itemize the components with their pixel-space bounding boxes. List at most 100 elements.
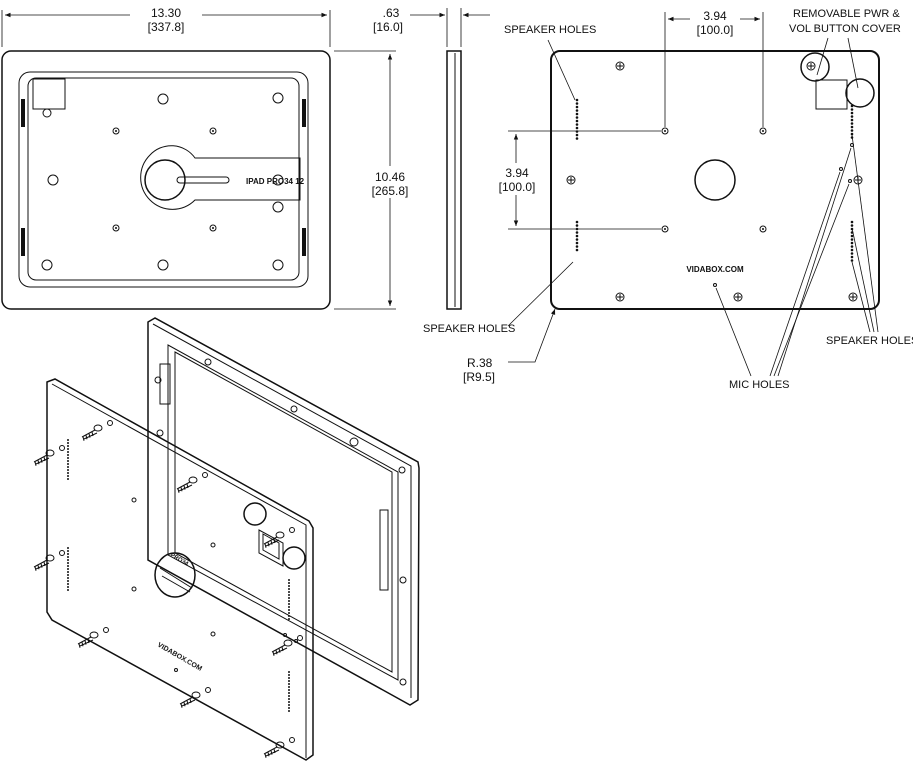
speaker-hole <box>575 133 579 137</box>
speaker-hole <box>288 689 290 691</box>
front-inner-frame <box>18 71 309 288</box>
speaker-hole <box>67 463 69 465</box>
iso-speaker-holes <box>67 439 290 712</box>
speaker-hole <box>288 701 290 703</box>
speaker-hole <box>67 559 69 561</box>
speaker-hole <box>850 115 854 118</box>
screw-icon <box>566 175 576 185</box>
back-view: VIDABOX.COM 3.94 [100.0] 3.94 [100.0] SP… <box>423 8 913 391</box>
back-vesa-v-mm: [100.0] <box>499 180 536 194</box>
back-vesa-h-inch: 3.94 <box>703 9 727 23</box>
speaker-hole <box>288 674 290 676</box>
back-center-hole <box>694 159 736 201</box>
screw-icon <box>848 292 858 302</box>
callout-cover-line1: REMOVABLE PWR & <box>793 8 900 20</box>
iso-cover-knob-2 <box>282 546 306 570</box>
speaker-hole <box>67 469 69 471</box>
speaker-hole <box>67 553 69 555</box>
speaker-hole <box>288 585 290 587</box>
front-keyhole-slot <box>140 145 301 210</box>
front-engraving: IPAD PRO34 12 <box>246 177 305 186</box>
front-slot-groove <box>176 176 230 184</box>
back-cover-knob <box>800 52 830 82</box>
speaker-hole <box>288 615 290 617</box>
iso-brand: VIDABOX.COM <box>156 642 203 673</box>
front-width-inch: 13.30 <box>151 6 181 20</box>
speaker-hole <box>850 220 854 224</box>
speaker-hole <box>575 241 579 245</box>
callout-speaker-left: SPEAKER HOLES <box>423 261 574 335</box>
speaker-hole <box>288 680 290 682</box>
speaker-hole <box>288 609 290 611</box>
speaker-hole <box>67 451 69 453</box>
screw-icon <box>615 61 625 71</box>
speaker-hole <box>288 683 290 685</box>
speaker-hole <box>575 112 579 116</box>
front-plate <box>27 77 300 281</box>
speaker-hole <box>850 111 854 115</box>
speaker-hole <box>67 478 69 480</box>
radius-inch: R.38 <box>467 356 493 370</box>
callout-mic-text: MIC HOLES <box>729 379 790 391</box>
back-plate <box>550 50 880 310</box>
screw-icon <box>33 445 65 466</box>
speaker-hole <box>575 234 579 238</box>
speaker-hole <box>67 547 69 549</box>
speaker-hole <box>288 707 290 709</box>
callout-speaker-right: SPEAKER HOLES <box>826 134 913 347</box>
screw-icon <box>179 687 211 708</box>
iso-screws <box>33 420 303 758</box>
side-profile <box>446 50 462 310</box>
back-cover-knob-2 <box>845 78 875 108</box>
speaker-hole <box>67 577 69 579</box>
callout-cover-line2: VOL BUTTON COVER <box>789 23 901 35</box>
callout-speaker-right-text: SPEAKER HOLES <box>826 335 913 347</box>
speaker-hole <box>67 589 69 591</box>
speaker-hole <box>288 692 290 694</box>
screw-icon <box>77 627 109 648</box>
speaker-hole <box>850 241 854 245</box>
speaker-hole <box>288 603 290 605</box>
speaker-hole <box>288 606 290 608</box>
speaker-hole <box>288 597 290 599</box>
speaker-hole <box>67 475 69 477</box>
speaker-hole <box>575 98 579 102</box>
speaker-hole <box>288 698 290 700</box>
side-view: .63 [16.0] <box>373 6 490 310</box>
speaker-hole <box>67 568 69 570</box>
speaker-hole <box>850 104 854 108</box>
callout-speaker-top: SPEAKER HOLES <box>504 24 596 101</box>
speaker-hole <box>288 686 290 688</box>
front-mount-holes <box>41 92 284 271</box>
speaker-hole <box>850 234 854 238</box>
speaker-hole <box>850 224 854 227</box>
speaker-hole <box>850 255 854 259</box>
back-vesa-v-dimension: 3.94 [100.0] <box>492 130 661 230</box>
speaker-hole <box>850 125 854 129</box>
speaker-hole <box>67 445 69 447</box>
speaker-hole <box>850 238 854 241</box>
speaker-hole <box>67 466 69 468</box>
speaker-hole <box>575 130 579 133</box>
speaker-hole <box>67 583 69 585</box>
speaker-hole <box>850 248 854 252</box>
callout-cover: REMOVABLE PWR & VOL BUTTON COVER <box>789 8 901 89</box>
back-speaker-holes <box>575 98 854 262</box>
iso-frame <box>147 317 420 706</box>
speaker-hole <box>575 123 579 126</box>
speaker-hole <box>288 582 290 584</box>
side-depth-inch: .63 <box>383 6 400 20</box>
back-vesa-holes <box>661 127 767 233</box>
speaker-hole <box>288 704 290 706</box>
speaker-hole <box>575 220 579 224</box>
speaker-hole <box>67 580 69 582</box>
back-vesa-h-dimension: 3.94 [100.0] <box>664 8 764 127</box>
speaker-hole <box>288 588 290 590</box>
screw-icon <box>733 292 743 302</box>
speaker-hole <box>67 472 69 474</box>
speaker-hole <box>67 439 69 441</box>
back-vesa-v-inch: 3.94 <box>505 166 529 180</box>
speaker-hole <box>288 612 290 614</box>
speaker-hole <box>67 574 69 576</box>
speaker-hole <box>575 119 579 123</box>
